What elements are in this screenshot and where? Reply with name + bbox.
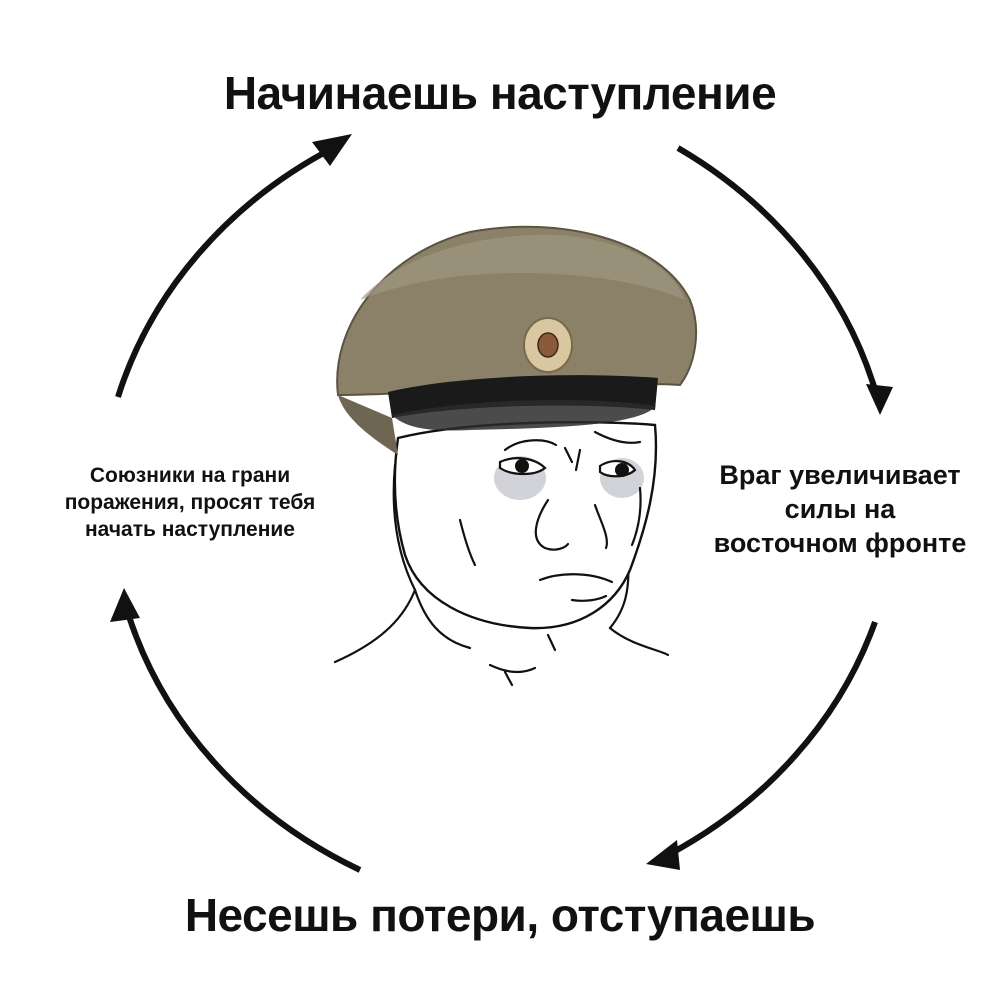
face-features <box>458 430 644 602</box>
arrow-bottom-to-left <box>124 609 362 873</box>
cheek-line-left <box>458 518 477 567</box>
cockade-center <box>537 332 559 358</box>
arrowhead-top-left <box>312 134 352 166</box>
chin-line <box>570 594 608 602</box>
stage-right-label: Враг увеличивает силы на восточном фронт… <box>680 458 1000 560</box>
arrowhead-right <box>866 384 893 415</box>
arrow-right-to-bottom <box>666 620 878 858</box>
stage-left-line: Союзники на грани <box>89 464 291 487</box>
stage-top-label: Начинаешь наступление <box>223 67 777 119</box>
head-outline <box>393 420 658 630</box>
arrow-top-to-right <box>676 145 879 394</box>
arrowhead-left <box>110 588 140 622</box>
brow-furrow <box>563 446 582 472</box>
arrow-left-to-top <box>115 145 335 398</box>
left-pupil <box>515 459 529 473</box>
body-outline <box>333 463 670 687</box>
cap-visor <box>392 399 656 431</box>
stage-right-line: Враг увеличивает <box>719 460 961 490</box>
right-eyebrow <box>593 430 642 444</box>
left-eyebrow <box>503 439 558 452</box>
stage-left-line: поражения, просят тебя <box>64 491 316 514</box>
cap-top-shade <box>360 234 685 300</box>
officer-cap <box>336 225 697 455</box>
stage-bottom-label: Несешь потери, отступаешь <box>184 889 816 941</box>
stage-left-label: Союзники на грани поражения, просят тебя… <box>0 462 380 543</box>
stage-left-line: начать наступление <box>85 518 295 541</box>
right-pupil <box>615 463 629 477</box>
nose <box>534 498 570 551</box>
nose-side <box>593 503 608 550</box>
cheek-line-right <box>630 486 642 547</box>
sad-mouth <box>538 573 614 584</box>
arrowhead-bottom <box>646 840 680 870</box>
stage-right-line: восточном фронте <box>713 528 967 558</box>
cap-side-shade <box>338 395 398 455</box>
stage-right-line: силы на <box>784 494 896 524</box>
